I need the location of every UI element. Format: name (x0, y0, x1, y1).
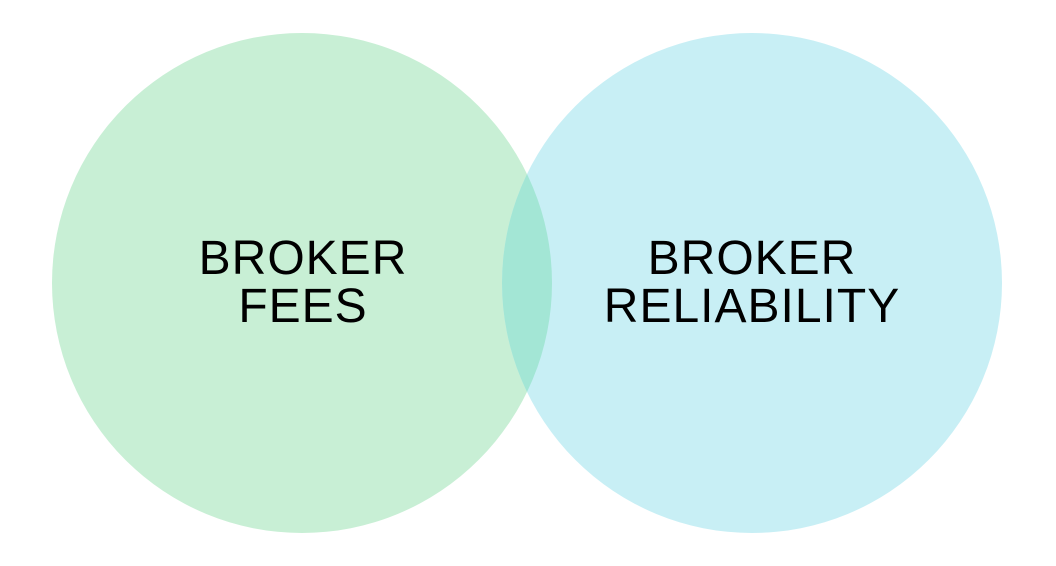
label-broker-fees: BROKER FEES (199, 235, 408, 331)
label-broker-reliability: BROKER RELIABILITY (604, 235, 900, 331)
circle-broker-fees (52, 33, 552, 533)
label-right-line-1: BROKER (647, 232, 857, 285)
label-left-line-1: BROKER (198, 232, 408, 285)
label-left-line-2: FEES (238, 280, 368, 333)
label-right-line-2: RELIABILITY (603, 280, 901, 333)
circle-broker-reliability (502, 33, 1002, 533)
